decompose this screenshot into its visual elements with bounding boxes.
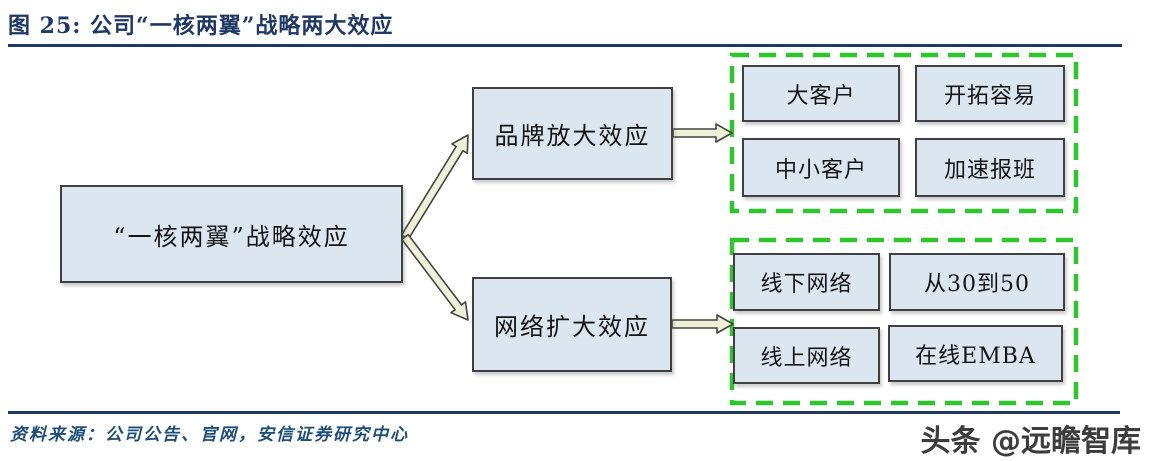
arrow-root-to-network xyxy=(400,233,469,321)
node-brand-effect: 品牌放大效应 xyxy=(472,87,673,180)
node-online-network: 线上网络 xyxy=(733,327,880,384)
source-note: 资料来源：公司公告、官网，安信证券研究中心 xyxy=(10,425,409,445)
footer-divider xyxy=(8,411,1120,414)
node-large-clients: 大客户 xyxy=(742,65,900,122)
node-online-emba: 在线EMBA xyxy=(888,325,1063,382)
node-network-effect: 网络扩大效应 xyxy=(472,277,672,372)
node-strategy-root: “一核两翼”战略效应 xyxy=(60,185,403,283)
node-from-30-to-50: 从30到50 xyxy=(889,253,1065,311)
arrow-brand-to-outcomes xyxy=(672,123,733,143)
title-divider xyxy=(8,44,1122,47)
network-effect-group-frame xyxy=(729,237,1079,406)
arrow-network-to-outcomes xyxy=(671,314,734,334)
node-offline-network: 线下网络 xyxy=(733,253,880,311)
node-faster-enrollment: 加速报班 xyxy=(915,138,1065,197)
node-easy-expansion: 开拓容易 xyxy=(915,65,1065,122)
arrow-root-to-brand xyxy=(400,134,469,240)
watermark: 头条 @远瞻智库 xyxy=(920,424,1141,459)
node-smb-clients: 中小客户 xyxy=(742,138,900,197)
figure-title: 图 25: 公司“一核两翼”战略两大效应 xyxy=(8,13,394,39)
